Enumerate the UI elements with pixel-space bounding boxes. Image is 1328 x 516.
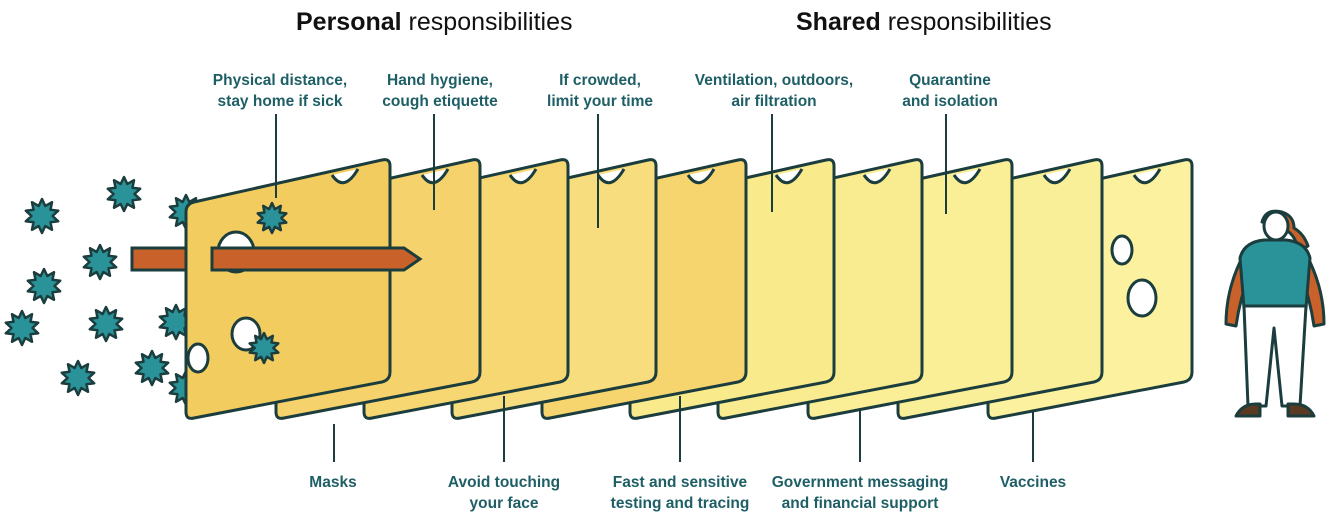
shared-responsibilities-heading: Shared responsibilities — [796, 8, 1052, 37]
person-figure — [1224, 209, 1326, 418]
virus-icon — [4, 309, 40, 347]
label-quarantine: Quarantine and isolation — [902, 72, 998, 110]
person-head — [1262, 210, 1290, 242]
shared-heading-bold: Shared — [796, 8, 881, 36]
personal-heading-rest: responsibilities — [401, 8, 573, 36]
label-masks: Masks — [309, 474, 357, 491]
label-if-crowded: If crowded, limit your time — [547, 72, 653, 110]
cheese-slices — [184, 158, 1194, 420]
cheese-slice — [184, 158, 392, 420]
virus-cloud — [4, 175, 204, 407]
label-testing-tracing: Fast and sensitive testing and tracing — [610, 474, 750, 512]
person-left-shoe — [1234, 402, 1262, 418]
personal-responsibilities-heading: Personal responsibilities — [296, 8, 573, 37]
label-government-messaging: Government messaging and financial suppo… — [771, 474, 949, 512]
virus-icon — [82, 243, 118, 281]
person-torso — [1238, 238, 1312, 310]
personal-heading-bold: Personal — [296, 8, 402, 36]
label-ventilation: Ventilation, outdoors, air filtration — [694, 72, 854, 110]
label-physical-distance: Physical distance, stay home if sick — [212, 72, 348, 110]
virus-icon — [248, 331, 280, 365]
virus-icon — [60, 359, 96, 397]
leader-lines — [275, 114, 1034, 462]
virus-icon — [24, 197, 60, 235]
virus-icon — [134, 349, 170, 387]
shared-heading-rest: responsibilities — [880, 8, 1052, 36]
label-vaccines: Vaccines — [999, 474, 1067, 491]
label-avoid-touching-face: Avoid touching your face — [447, 474, 561, 512]
person-legs — [1242, 304, 1308, 408]
virus-icon — [26, 267, 62, 305]
virus-icon — [106, 175, 142, 213]
virus-path-arrow-head — [210, 246, 423, 272]
virus-icon — [256, 201, 288, 235]
virus-icon — [88, 305, 124, 343]
label-hand-hygiene: Hand hygiene, cough etiquette — [382, 72, 498, 110]
person-right-shoe — [1286, 402, 1316, 418]
